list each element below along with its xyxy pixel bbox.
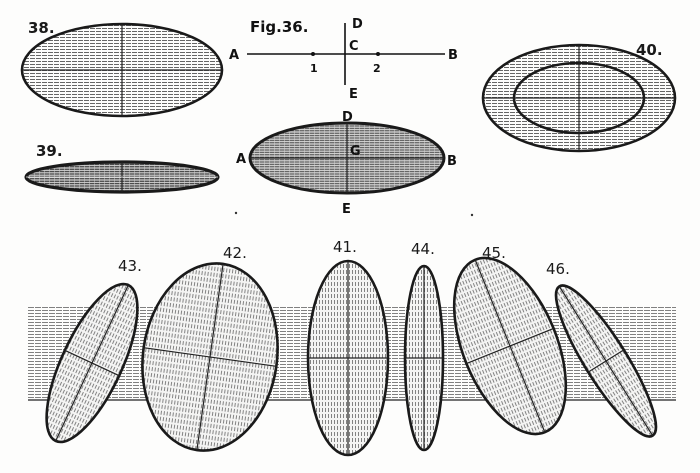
point-e-label: E [349,87,358,102]
point-a-label: A [229,48,239,63]
point-d-label: D [352,17,363,32]
figure-40-ellipse: 40. [481,41,677,153]
figure-40-label: 40. [636,41,663,59]
figure-41-ellipse [306,259,390,457]
point-d2-label: D [342,110,353,125]
point-1-label: 1 [310,62,318,75]
figure-42-ellipse [141,262,279,452]
point-b2-label: B [447,154,457,169]
print-speck [470,213,474,217]
figure-39-label: 39. [36,142,63,160]
figure-37-ellipse: D E A B G [236,110,457,217]
figure-39-ellipse: 39. [24,142,220,194]
figure-41-label: 41. [333,238,357,256]
point-a2-label: A [236,152,246,167]
point-g-label: G [350,144,361,159]
point-e2-label: E [342,202,351,217]
figure-44-ellipse [403,264,445,452]
figure-46-label: 46. [546,260,570,278]
figure-36-diagram: Fig.36. A B C D E 1 2 [229,17,458,102]
figure-43-ellipse [45,282,139,444]
figure-45-ellipse [452,256,568,436]
figure-46-ellipse [554,284,658,438]
point-c-label: C [349,39,359,54]
figure-43-label: 43. [118,257,142,275]
figure-45-label: 45. [482,244,506,262]
figure-42-label: 42. [223,244,247,262]
figure-38-ellipse: 38. [20,19,224,118]
figure-38-label: 38. [28,19,55,37]
figure-44-label: 44. [411,240,435,258]
figure-36-title: Fig.36. [250,18,308,36]
point-b-label: B [448,48,458,63]
point-2-label: 2 [373,62,381,75]
print-speck [234,211,238,215]
